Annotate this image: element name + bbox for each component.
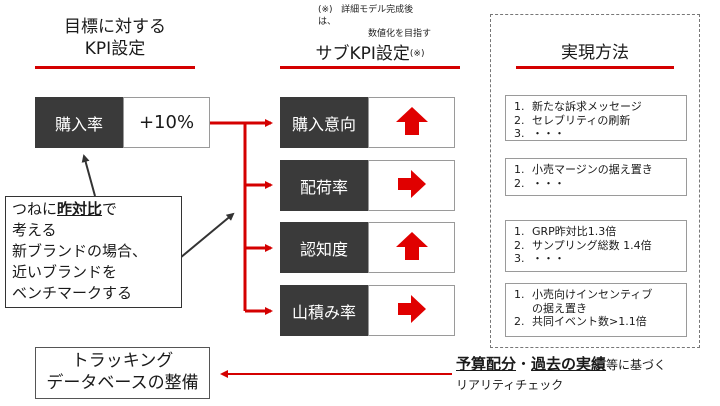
method-item: 3. ・・・ [514, 127, 678, 141]
header-sub-kpi: サブKPI設定(※) [290, 43, 450, 65]
sub-kpi-label-0: 購入意向 [280, 97, 368, 148]
tracking-line2: データベースの整備 [46, 373, 199, 393]
sub-kpi-label-3: 山積み率 [280, 285, 368, 336]
main-kpi-value: +10% [123, 97, 210, 148]
sub-kpi-trend-box-0 [368, 97, 455, 148]
method-item: 1. 新たな訴求メッセージ [514, 100, 678, 114]
method-item: 2. ・・・ [514, 177, 678, 191]
method-list-2: 1. GRP昨対比1.3倍 2. サンプリング総数 1.4倍 3. ・・・ [505, 220, 687, 272]
callout-line2: 考える [12, 221, 57, 239]
arrow-up-icon [395, 105, 429, 141]
method-item-text: 小売マージンの据え置き [532, 163, 653, 176]
header-sub-kpi-mark: (※) [409, 49, 425, 59]
callout-line1: つねに昨対比で [12, 200, 118, 218]
method-item-number: 1. [514, 163, 525, 176]
method-list-3: 1. 小売向けインセンティブの据え置き 2. 共同イベント数>1.1倍 [505, 283, 687, 337]
method-item: 2. 共同イベント数>1.1倍 [514, 315, 678, 329]
method-item-number: 1. [514, 100, 525, 113]
method-item-text: 新たな訴求メッセージ [532, 100, 642, 113]
method-item: 1. GRP昨対比1.3倍 [514, 225, 678, 239]
method-item-text: ・・・ [532, 252, 565, 265]
method-item-number: 3. [514, 127, 525, 140]
method-item-number: 2. [514, 238, 525, 252]
callout-pointer-tree [179, 212, 235, 259]
header-target-underline [35, 66, 195, 69]
method-item-text: ・・・ [532, 176, 565, 190]
sub-kpi-label-1: 配荷率 [280, 160, 368, 211]
header-sub-kpi-label: サブKPI設定 [315, 44, 410, 64]
sub-kpi-trend-box-2 [368, 222, 455, 273]
method-item-number: 2. [514, 176, 525, 190]
sub-kpi-trend-box-1 [368, 160, 455, 211]
sub-kpi-trend-box-3 [368, 285, 455, 336]
method-item: の据え置き [514, 302, 678, 316]
method-item-number: 3. [514, 252, 525, 265]
method-item-text: セレブリティの刷新 [532, 113, 631, 127]
method-item-number: 1. [514, 225, 525, 238]
footnote-line1: (※) 詳細モデル完成後 [318, 5, 414, 15]
method-column [490, 14, 700, 348]
method-item: 1. 小売向けインセンティブ [514, 288, 678, 302]
method-item-text: 共同イベント数>1.1倍 [532, 315, 647, 328]
method-item: 2. サンプリング総数 1.4倍 [514, 239, 678, 253]
method-list-0: 1. 新たな訴求メッセージ 2. セレブリティの刷新 3. ・・・ [505, 95, 687, 141]
kpi-tree-lines [210, 119, 273, 315]
reality-check-line1: 予算配分・過去の実績等に基づく [456, 355, 667, 373]
method-item-text: 小売向けインセンティブ [532, 288, 653, 301]
header-target-line1: 目標に対する [64, 17, 166, 37]
header-method-underline [516, 66, 674, 69]
method-item-number: 2. [514, 113, 525, 127]
method-item-text: GRP昨対比1.3倍 [532, 225, 617, 238]
tracking-line1: トラッキング [71, 351, 174, 371]
sub-kpi-label-2: 認知度 [280, 222, 368, 273]
header-target-kpi: 目標に対する KPI設定 [40, 16, 190, 60]
reality-check-text: 予算配分・過去の実績等に基づく リアリティチェック [456, 354, 666, 395]
footnote: (※) 詳細モデル完成後 は、 数値化を目指す [318, 4, 468, 40]
callout-line3: 新ブランドの場合、 [12, 242, 148, 260]
reality-check-line2: リアリティチェック [456, 378, 564, 392]
method-item-text: ・・・ [532, 127, 565, 140]
callout-pointer-main [81, 154, 96, 197]
method-list-1: 1. 小売マージンの据え置き 2. ・・・ [505, 158, 687, 196]
method-item-number: 1. [514, 288, 525, 301]
header-sub-kpi-underline [280, 66, 460, 69]
benchmark-callout: つねに昨対比で 考える 新ブランドの場合、 近いブランドを ベンチマークする [5, 196, 182, 308]
method-item: 3. ・・・ [514, 252, 678, 266]
header-method: 実現方法 [561, 43, 629, 63]
header-target-line2: KPI設定 [84, 39, 146, 59]
method-item: 1. 小売マージンの据え置き [514, 163, 678, 177]
arrow-up-icon [395, 230, 429, 266]
arrow-right-icon [396, 169, 428, 203]
callout-line5: ベンチマークする [12, 284, 133, 302]
arrow-right-icon [396, 294, 428, 328]
callout-line4: 近いブランドを [12, 263, 118, 281]
footnote-line2: は、 [318, 17, 337, 27]
main-kpi-label: 購入率 [35, 97, 123, 148]
method-item: 2. セレブリティの刷新 [514, 114, 678, 128]
tracking-database-box: トラッキング データベースの整備 [35, 347, 210, 399]
callout-emphasis-yoy: 昨対比 [57, 200, 103, 218]
method-item-number: 2. [514, 315, 525, 328]
method-item-text: の据え置き [532, 301, 587, 315]
method-item-text: サンプリング総数 1.4倍 [532, 238, 652, 252]
footnote-line3: 数値化を目指す [368, 29, 432, 39]
